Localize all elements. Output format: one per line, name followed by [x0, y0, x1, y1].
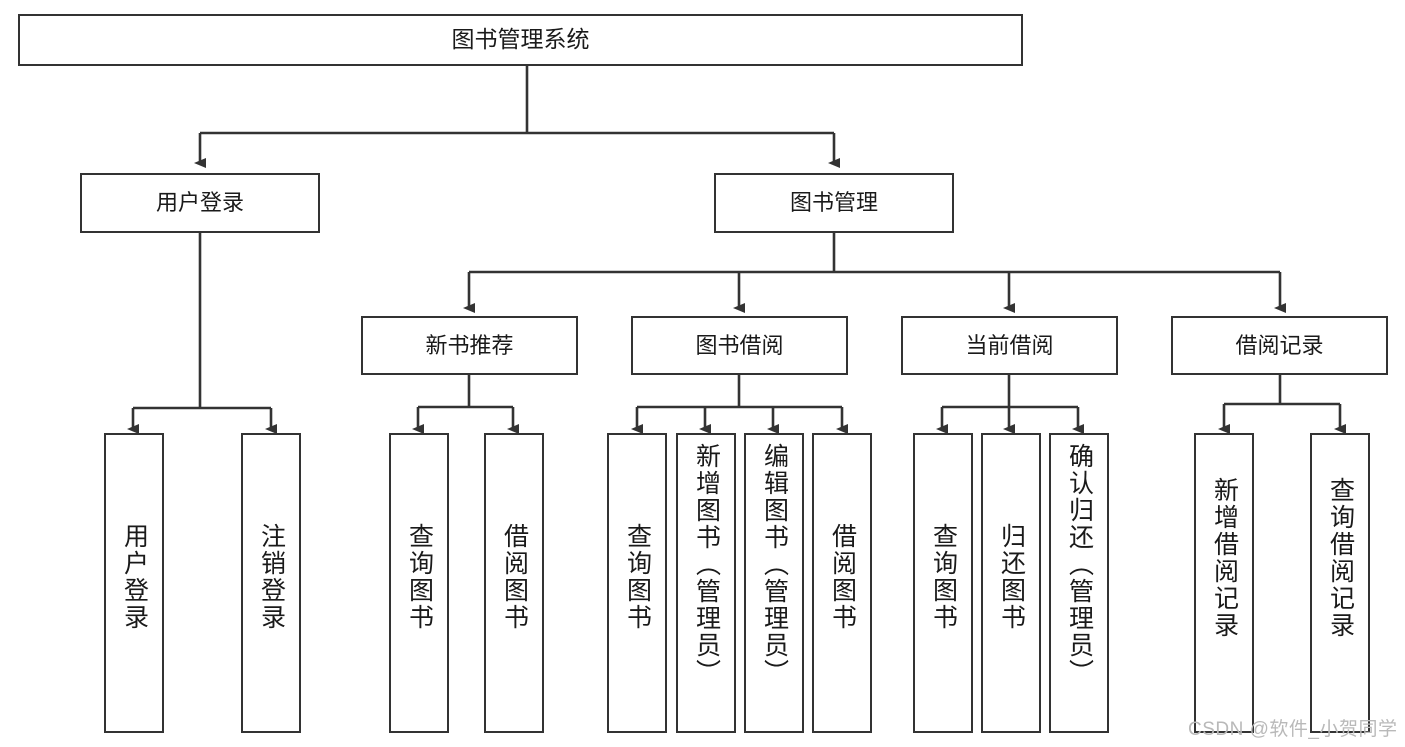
leaf-current-borrow-confirm[interactable]: 确认归还（管理员）: [1049, 433, 1109, 733]
leaf-current-borrow-query[interactable]: 查询图书: [913, 433, 973, 733]
leaf-label: 用户登录: [120, 523, 149, 631]
node-new-book-recommend[interactable]: 新书推荐: [361, 316, 578, 375]
node-root[interactable]: 图书管理系统: [18, 14, 1023, 66]
node-book-management[interactable]: 图书管理: [714, 173, 954, 233]
leaf-label: 确认归还（管理员）: [1065, 443, 1094, 686]
leaf-label: 注销登录: [257, 523, 286, 631]
leaf-label: 查询图书: [623, 523, 652, 631]
node-user-login[interactable]: 用户登录: [80, 173, 320, 233]
leaf-book-borrow-lend[interactable]: 借阅图书: [812, 433, 872, 733]
leaf-book-borrow-add[interactable]: 新增图书（管理员）: [676, 433, 736, 733]
node-new-book-recommend-label: 新书推荐: [425, 332, 514, 358]
node-current-borrow[interactable]: 当前借阅: [901, 316, 1118, 375]
leaf-label: 借阅图书: [828, 523, 857, 631]
leaf-label: 查询图书: [405, 523, 434, 631]
node-book-borrow-label: 图书借阅: [695, 332, 784, 358]
leaf-new-book-borrow[interactable]: 借阅图书: [484, 433, 544, 733]
leaf-user-login-logout[interactable]: 注销登录: [241, 433, 301, 733]
watermark: CSDN @软件_小贺同学: [1188, 719, 1398, 740]
node-current-borrow-label: 当前借阅: [965, 332, 1054, 358]
node-borrow-record-label: 借阅记录: [1235, 332, 1324, 358]
leaf-label: 新增借阅记录: [1210, 477, 1239, 639]
leaf-book-borrow-edit[interactable]: 编辑图书（管理员）: [744, 433, 804, 733]
leaf-borrow-record-query[interactable]: 查询借阅记录: [1310, 433, 1370, 733]
node-borrow-record[interactable]: 借阅记录: [1171, 316, 1388, 375]
leaf-new-book-query[interactable]: 查询图书: [389, 433, 449, 733]
leaf-label: 归还图书: [997, 523, 1026, 631]
node-root-label: 图书管理系统: [451, 26, 590, 53]
leaf-label: 查询借阅记录: [1326, 477, 1355, 639]
leaf-user-login-login[interactable]: 用户登录: [104, 433, 164, 733]
leaf-label: 查询图书: [929, 523, 958, 631]
leaf-label: 新增图书（管理员）: [692, 443, 721, 686]
node-book-borrow[interactable]: 图书借阅: [631, 316, 848, 375]
leaf-book-borrow-query[interactable]: 查询图书: [607, 433, 667, 733]
leaf-current-borrow-return[interactable]: 归还图书: [981, 433, 1041, 733]
leaf-label: 编辑图书（管理员）: [760, 443, 789, 686]
node-book-management-label: 图书管理: [789, 190, 878, 216]
leaf-borrow-record-add[interactable]: 新增借阅记录: [1194, 433, 1254, 733]
leaf-label: 借阅图书: [500, 523, 529, 631]
node-user-login-label: 用户登录: [155, 190, 244, 216]
